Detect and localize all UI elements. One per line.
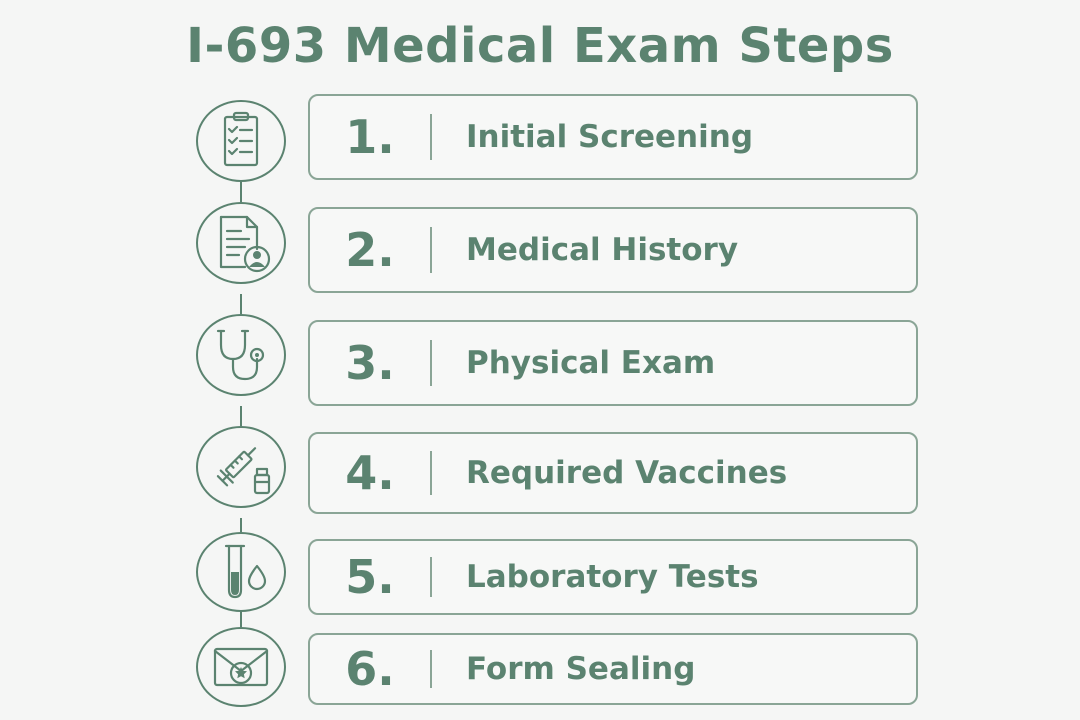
step-label: Initial Screening bbox=[466, 119, 754, 155]
step-number: 3. bbox=[345, 336, 395, 390]
document-person-icon bbox=[219, 215, 271, 273]
step-divider bbox=[430, 227, 432, 273]
step-divider bbox=[430, 114, 432, 160]
step-divider bbox=[430, 556, 432, 598]
step-label: Physical Exam bbox=[466, 345, 716, 381]
timeline-connector bbox=[240, 406, 242, 426]
step-divider bbox=[430, 649, 432, 689]
step-number: 4. bbox=[345, 446, 395, 500]
clipboard-checklist-icon bbox=[223, 111, 259, 167]
step-label: Laboratory Tests bbox=[466, 559, 759, 595]
timeline-connector bbox=[240, 182, 242, 202]
step-4-icon-circle bbox=[196, 426, 286, 508]
step-label: Form Sealing bbox=[466, 651, 696, 687]
step-5-icon-circle bbox=[196, 532, 286, 612]
step-1-card: 1. Initial Screening bbox=[308, 94, 918, 180]
step-5-card: 5. Laboratory Tests bbox=[308, 539, 918, 615]
step-2-icon-circle bbox=[196, 202, 286, 284]
stethoscope-icon bbox=[216, 329, 265, 381]
syringe-vial-icon bbox=[216, 447, 271, 495]
step-2-card: 2. Medical History bbox=[308, 207, 918, 293]
step-divider bbox=[430, 451, 432, 495]
step-4-card: 4. Required Vaccines bbox=[308, 432, 918, 514]
step-number: 5. bbox=[345, 550, 395, 604]
step-3-icon-circle bbox=[196, 314, 286, 396]
step-divider bbox=[430, 340, 432, 386]
step-6-card: 6. Form Sealing bbox=[308, 633, 918, 705]
test-tube-drop-icon bbox=[224, 544, 267, 599]
timeline-connector bbox=[240, 611, 242, 627]
step-number: 1. bbox=[345, 110, 395, 164]
timeline-connector bbox=[240, 518, 242, 532]
step-6-icon-circle bbox=[196, 627, 286, 707]
step-number: 2. bbox=[345, 223, 395, 277]
step-label: Medical History bbox=[466, 232, 739, 268]
timeline-connector bbox=[240, 294, 242, 314]
step-1-icon-circle bbox=[196, 100, 286, 182]
sealed-envelope-icon bbox=[213, 647, 269, 687]
step-number: 6. bbox=[345, 642, 395, 696]
page-title: I-693 Medical Exam Steps bbox=[186, 18, 894, 74]
step-3-card: 3. Physical Exam bbox=[308, 320, 918, 406]
step-label: Required Vaccines bbox=[466, 455, 788, 491]
